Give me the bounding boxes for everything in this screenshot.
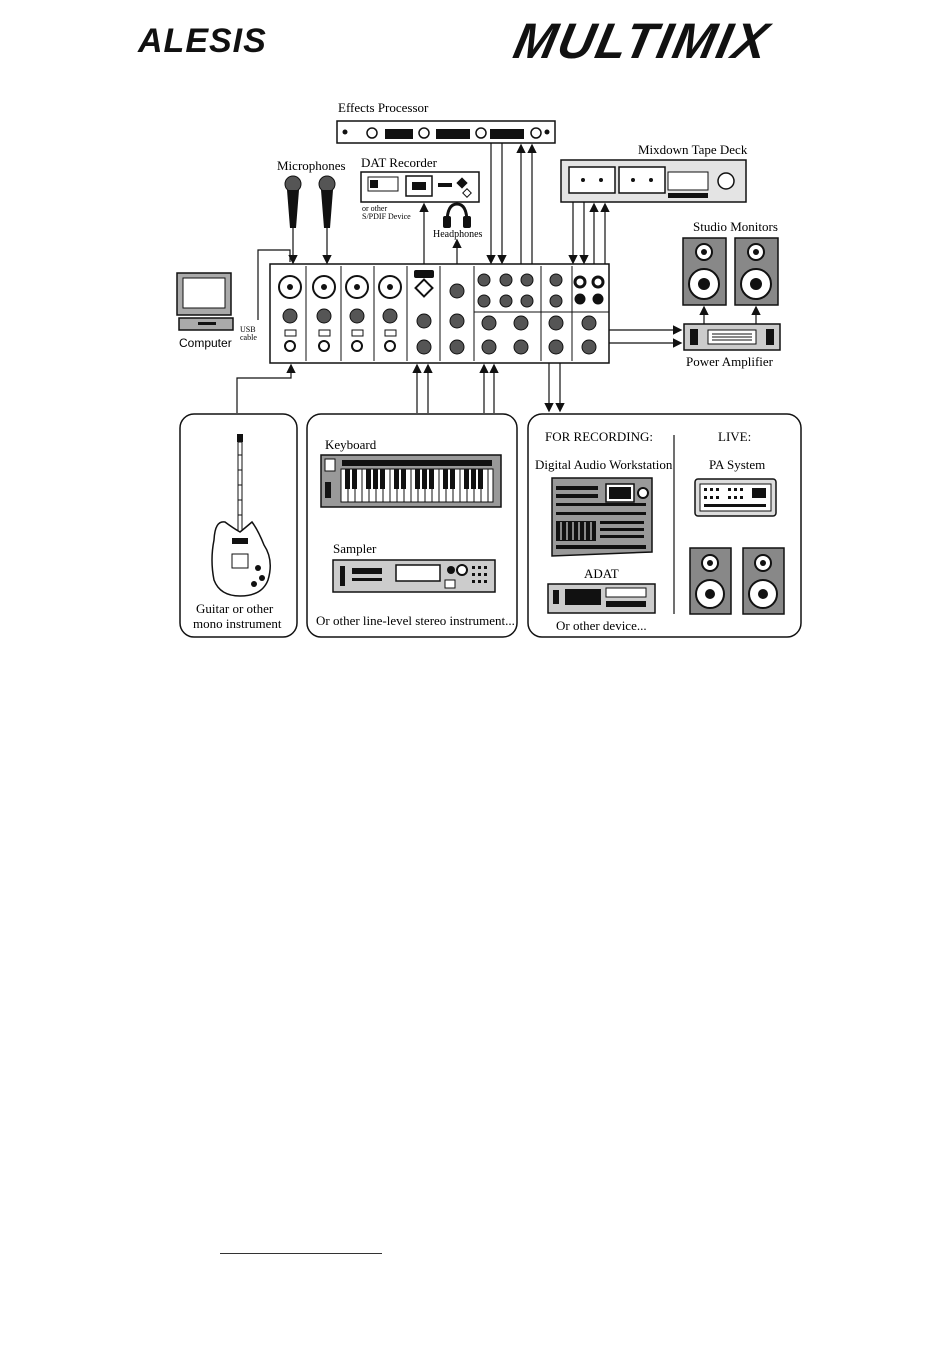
live-label: LIVE: <box>718 429 751 444</box>
stereo-instrument-label: Or other line-level stereo instrument... <box>316 613 515 628</box>
mixdown-tape-deck-label: Mixdown Tape Deck <box>638 142 748 157</box>
microphone-1 <box>284 175 302 228</box>
guitar-panel <box>179 413 298 638</box>
headphones <box>443 202 471 228</box>
effects-processor <box>336 120 556 144</box>
effects-processor-label: Effects Processor <box>338 100 429 115</box>
instrument-panel <box>306 413 518 638</box>
adat-label: ADAT <box>584 566 619 581</box>
recording-live-panel <box>527 413 802 638</box>
computer-label: Computer <box>179 336 232 350</box>
alesis-logo: ALESIS <box>138 22 267 60</box>
power-amplifier <box>683 323 781 351</box>
guitar-label-1: Guitar or other <box>196 601 274 616</box>
keyboard-label: Keyboard <box>325 437 377 452</box>
mixdown-tape-deck <box>560 159 747 203</box>
sampler-label: Sampler <box>333 541 377 556</box>
dat-recorder <box>360 171 480 203</box>
headphones-label: Headphones <box>433 229 483 240</box>
dat-note-2: S/PDIF Device <box>362 212 411 221</box>
microphone-2 <box>318 175 336 228</box>
computer <box>176 272 234 331</box>
guitar-label-2: mono instrument <box>193 616 282 631</box>
dat-note-1: or other <box>362 204 387 213</box>
daw-label: Digital Audio Workstation <box>535 457 673 472</box>
pa-system-label: PA System <box>709 457 765 472</box>
multimix-mixer <box>269 263 610 364</box>
studio-monitor-left <box>682 237 727 306</box>
connection-lines <box>236 143 769 547</box>
studio-monitor-right <box>734 237 779 306</box>
studio-monitors-label: Studio Monitors <box>693 219 778 234</box>
other-device-label: Or other device... <box>556 618 647 633</box>
usb-label-1: USB <box>240 325 256 334</box>
power-amplifier-label: Power Amplifier <box>686 354 774 369</box>
dat-recorder-label: DAT Recorder <box>361 155 438 170</box>
footnote-rule <box>220 1253 382 1254</box>
for-recording-label: FOR RECORDING: <box>545 429 653 444</box>
usb-label-2: cable <box>240 333 257 342</box>
microphones-label: Microphones <box>277 158 346 173</box>
